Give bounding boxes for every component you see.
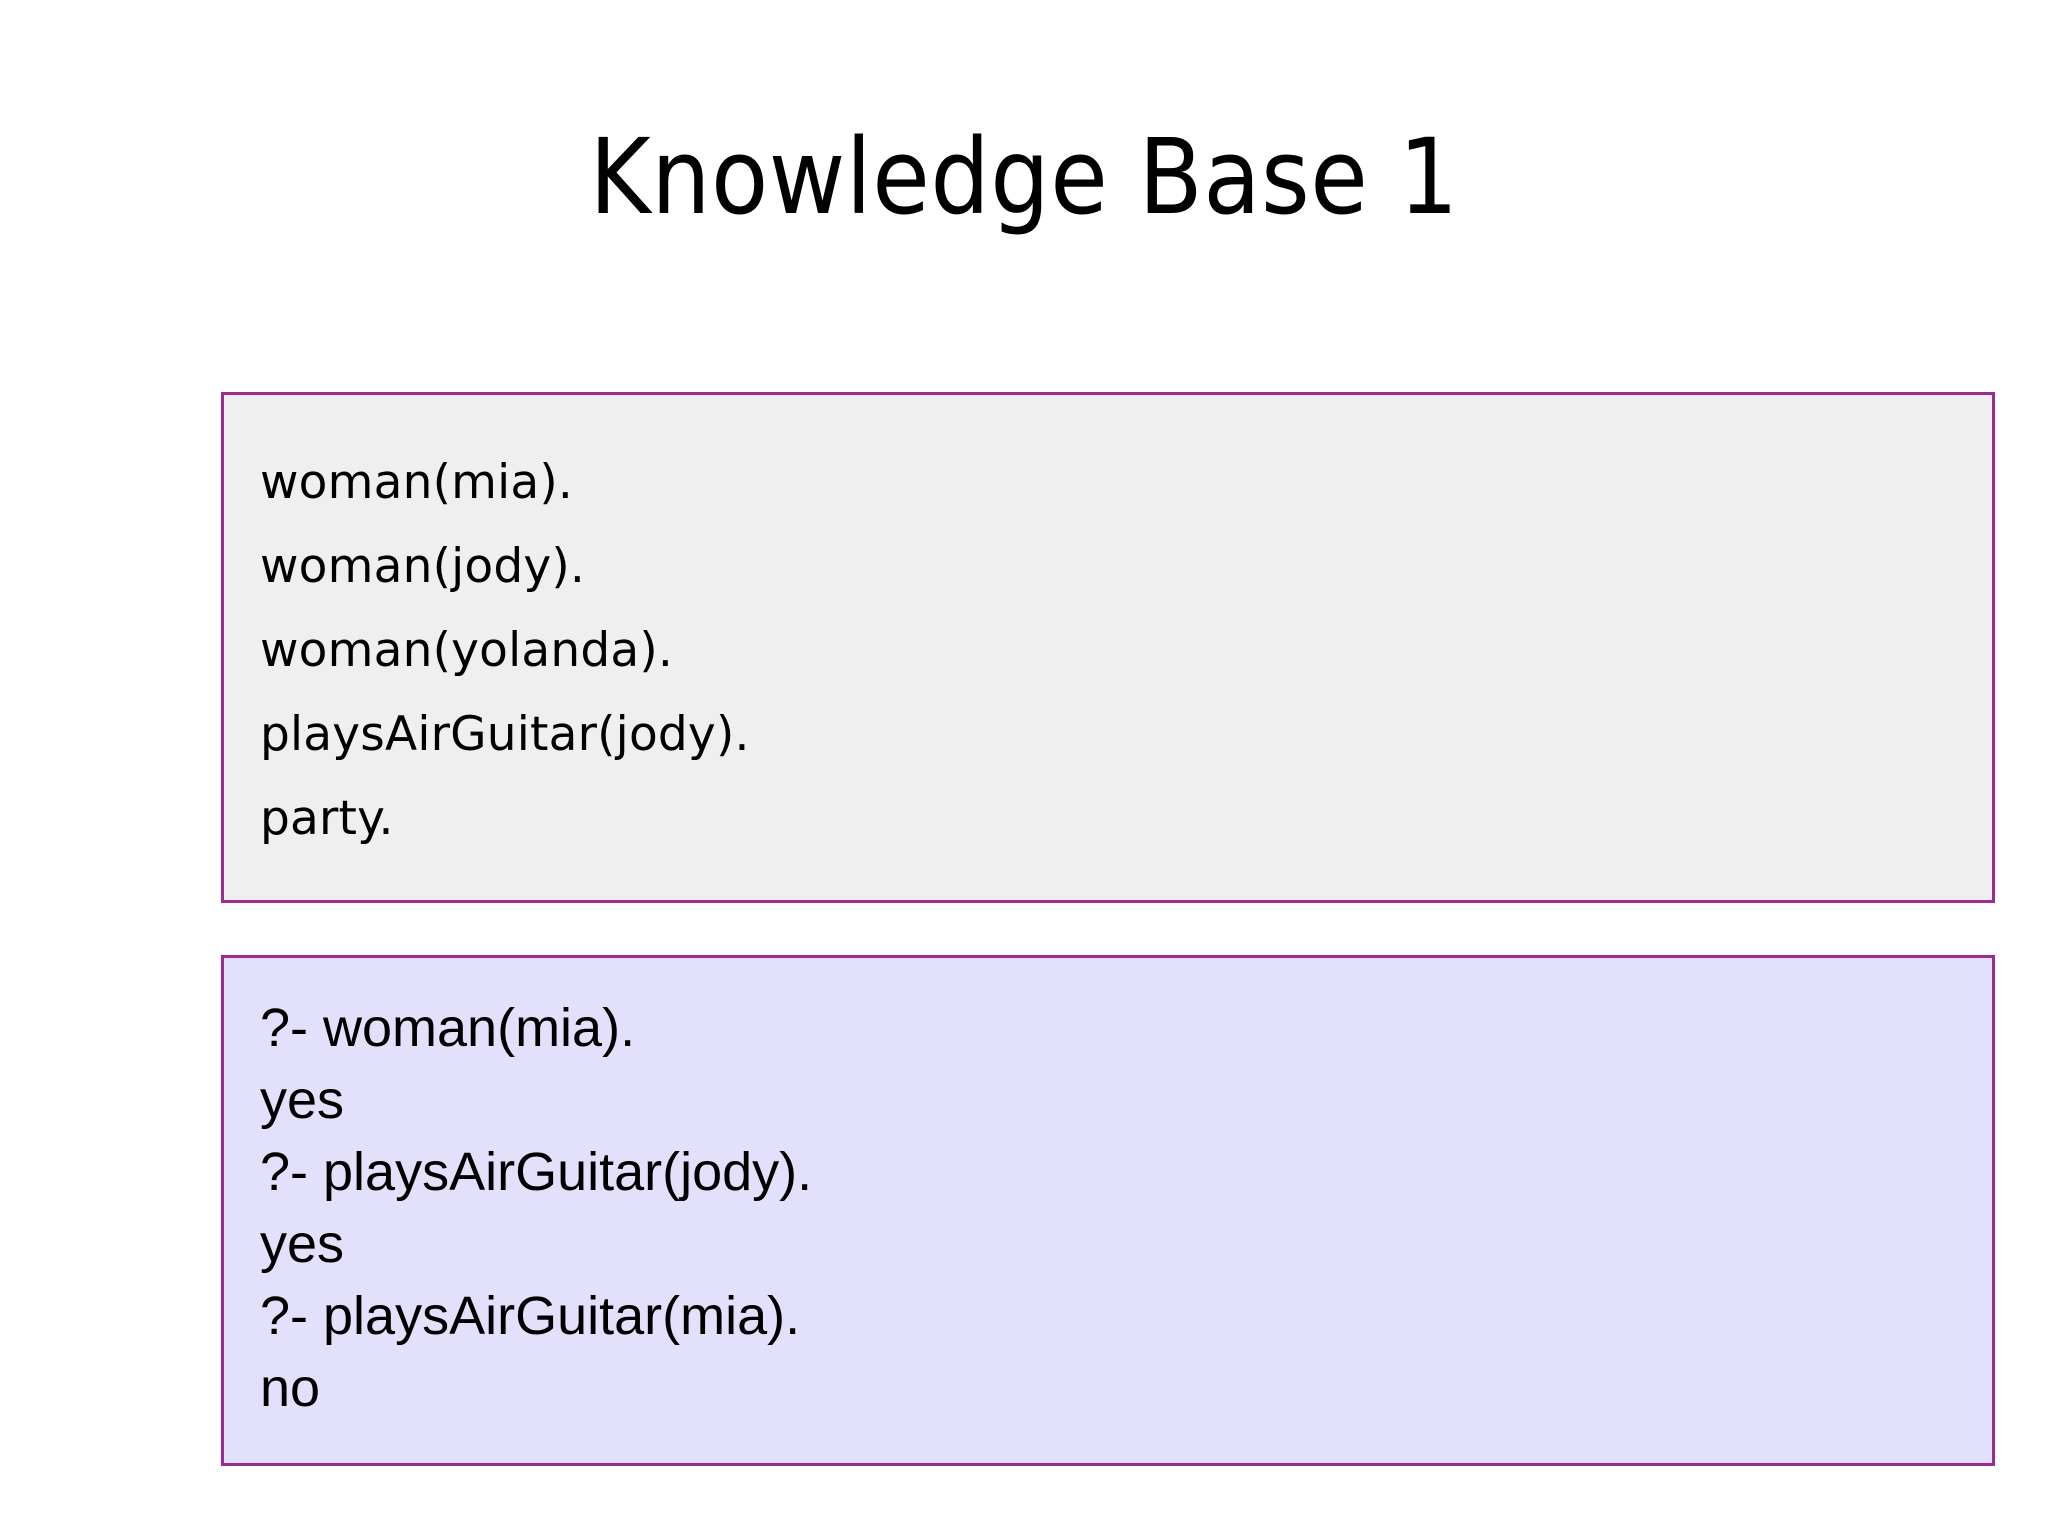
query-transcript-box: ?- woman(mia). yes ?- playsAirGuitar(jod… [221, 955, 1995, 1466]
page-title: Knowledge Base 1 [589, 116, 1459, 238]
kb-line: playsAirGuitar(jody). [260, 707, 750, 762]
query-result-line: yes [260, 1070, 345, 1130]
kb-line: woman(mia). [260, 455, 574, 510]
query-line: ?- playsAirGuitar(jody). [260, 1142, 813, 1202]
kb-line: party. [260, 791, 394, 846]
kb-line: woman(jody). [260, 539, 586, 594]
query-result-line: yes [260, 1214, 345, 1274]
query-result-line: no [260, 1358, 321, 1418]
query-line: ?- woman(mia). [260, 998, 636, 1058]
knowledge-base-box: woman(mia). woman(jody). woman(yolanda).… [221, 392, 1995, 903]
kb-line: woman(yolanda). [260, 623, 674, 678]
query-line: ?- playsAirGuitar(mia). [260, 1286, 801, 1346]
